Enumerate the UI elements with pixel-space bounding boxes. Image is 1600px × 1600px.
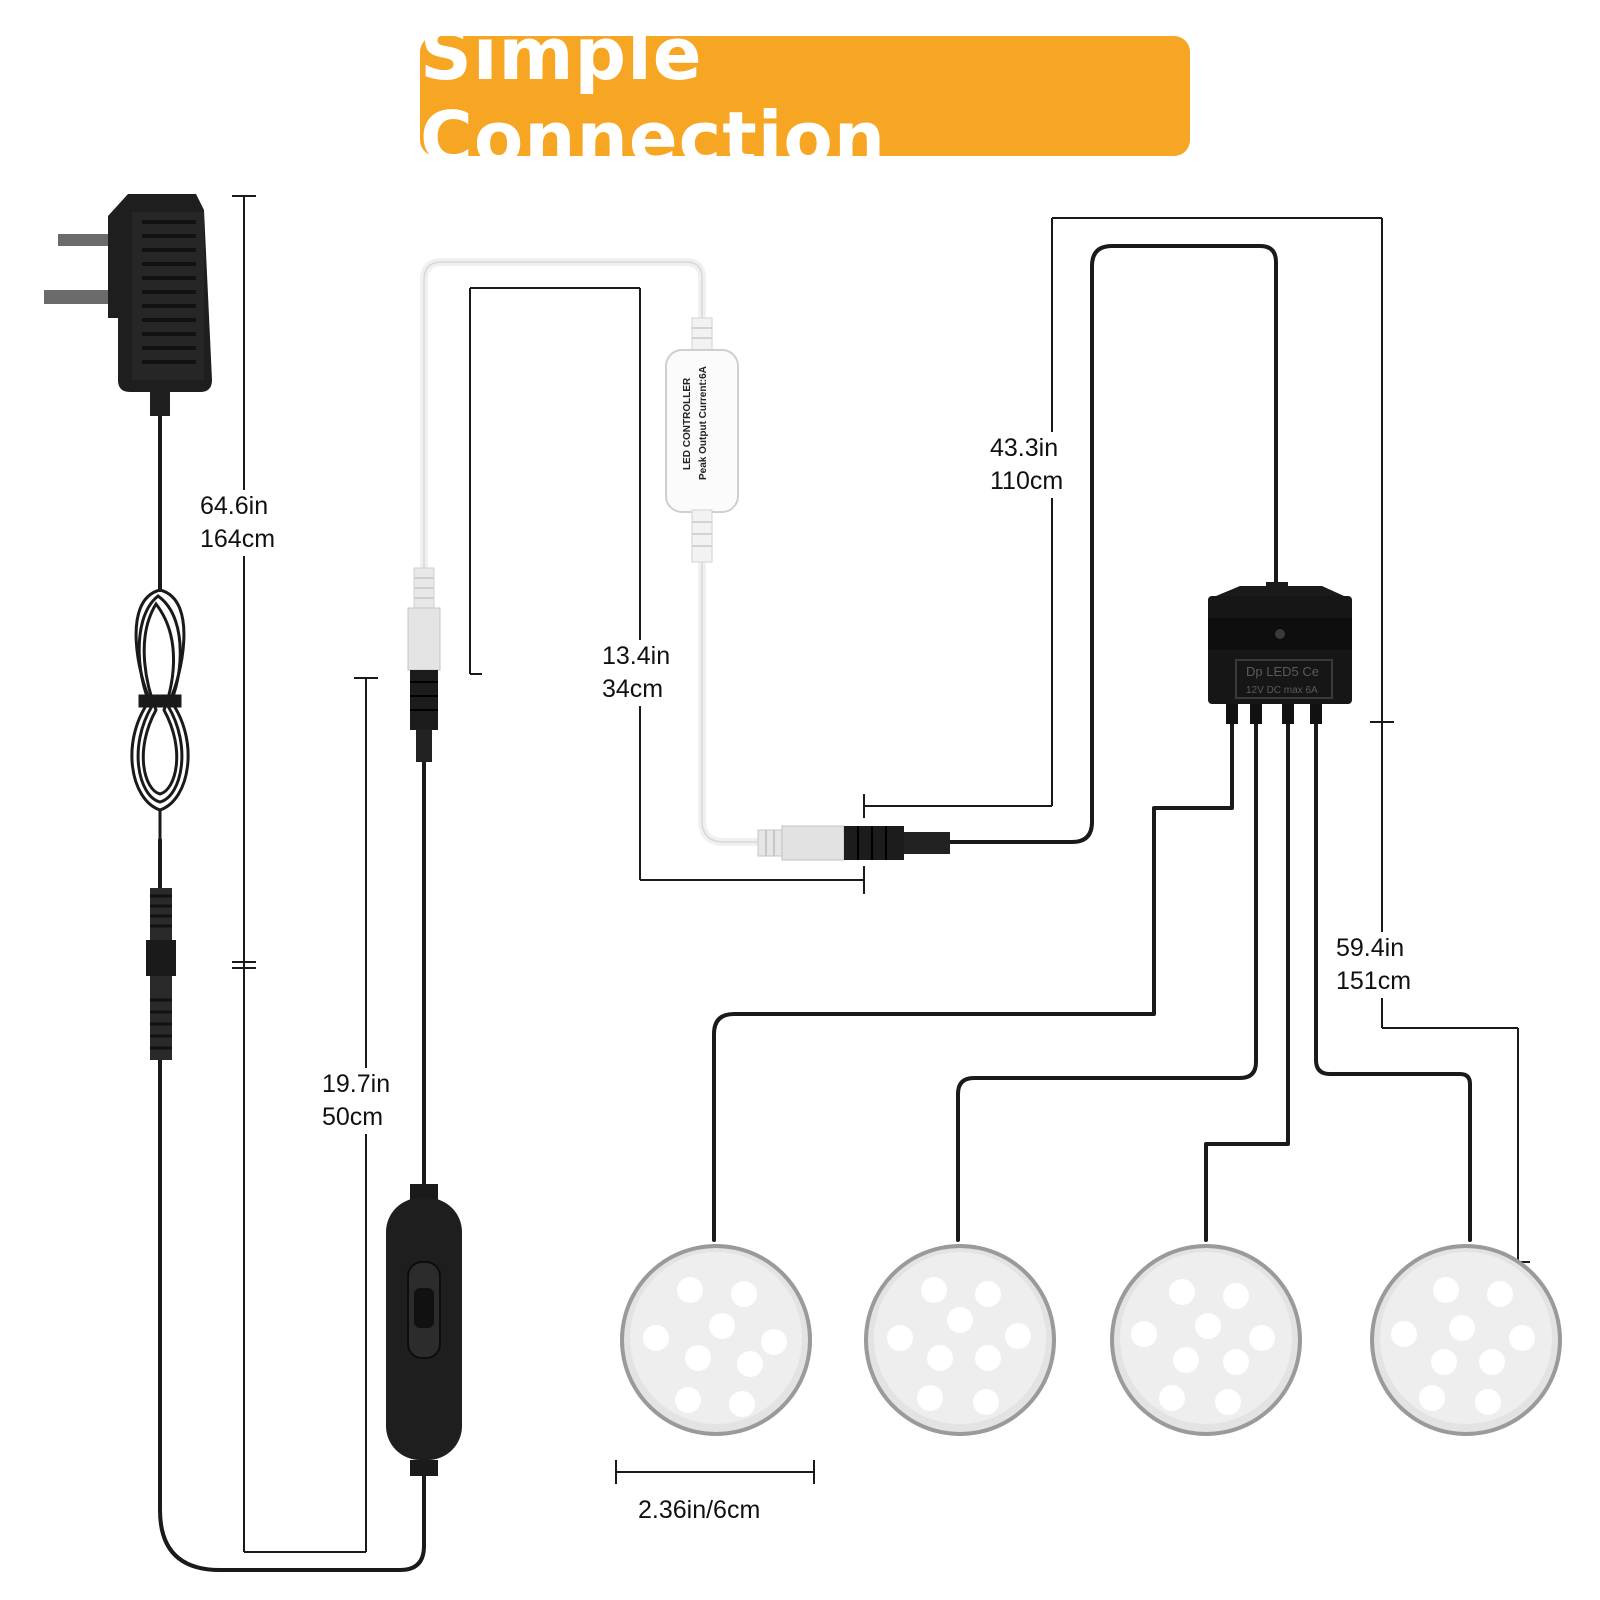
page-title: Simple Connection (420, 12, 887, 180)
extension-cable-length: 43.3in 110cm (990, 432, 1064, 498)
led-controller-icon: LED CONTROLLER Peak Output Current:6A (665, 317, 739, 563)
adapter-cable-length-cm: 164cm (200, 525, 276, 553)
controller-cable-length-in: 13.4in (602, 642, 671, 670)
hub-label: Dp LED5 Ce (1246, 664, 1319, 679)
puck-lights (620, 1244, 1562, 1436)
adapter-cable-length: 64.6in 164cm (200, 490, 276, 556)
coiled-cable-icon (130, 588, 190, 840)
light-cable-length-in: 59.4in (1336, 934, 1405, 962)
dc-barrel-connector-icon (407, 567, 441, 762)
light-diameter-label: 2.36in/6cm (638, 1496, 761, 1524)
switch-cable-length-in: 19.7in (322, 1070, 391, 1098)
title-banner: Simple Connection (420, 12, 1190, 180)
extension-cable-length-in: 43.3in (990, 434, 1059, 462)
light-cable-length: 59.4in 151cm (1336, 932, 1412, 998)
puck-light-icon (864, 1244, 1056, 1436)
adapter-cable-length-in: 64.6in (200, 492, 269, 520)
puck-light-icon (1370, 1244, 1562, 1436)
uk-plug-adapter-icon (44, 194, 212, 416)
extension-cable-length-cm: 110cm (990, 467, 1064, 495)
cables (158, 244, 1472, 1572)
controller-label: LED CONTROLLER (682, 377, 693, 470)
puck-light-icon (620, 1244, 812, 1436)
distribution-hub-icon: Dp LED5 Ce 12V DC max 6A (1208, 582, 1352, 724)
switch-cable-length-cm: 50cm (322, 1103, 384, 1131)
hub-rating: 12V DC max 6A (1246, 685, 1318, 696)
puck-light-icon (1110, 1244, 1302, 1436)
controller-rating: Peak Output Current:6A (698, 366, 709, 480)
controller-cable-length-cm: 34cm (602, 675, 664, 703)
inline-switch-icon (386, 1184, 462, 1476)
dc-connector-icon (146, 888, 176, 1060)
light-diameter: 2.36in/6cm (638, 1494, 761, 1527)
dimension-lines (232, 195, 1530, 1553)
light-cable-length-cm: 151cm (1336, 967, 1412, 995)
inline-connector-icon (757, 825, 950, 861)
switch-cable-length: 19.7in 50cm (322, 1068, 391, 1134)
controller-cable-length: 13.4in 34cm (602, 640, 671, 706)
